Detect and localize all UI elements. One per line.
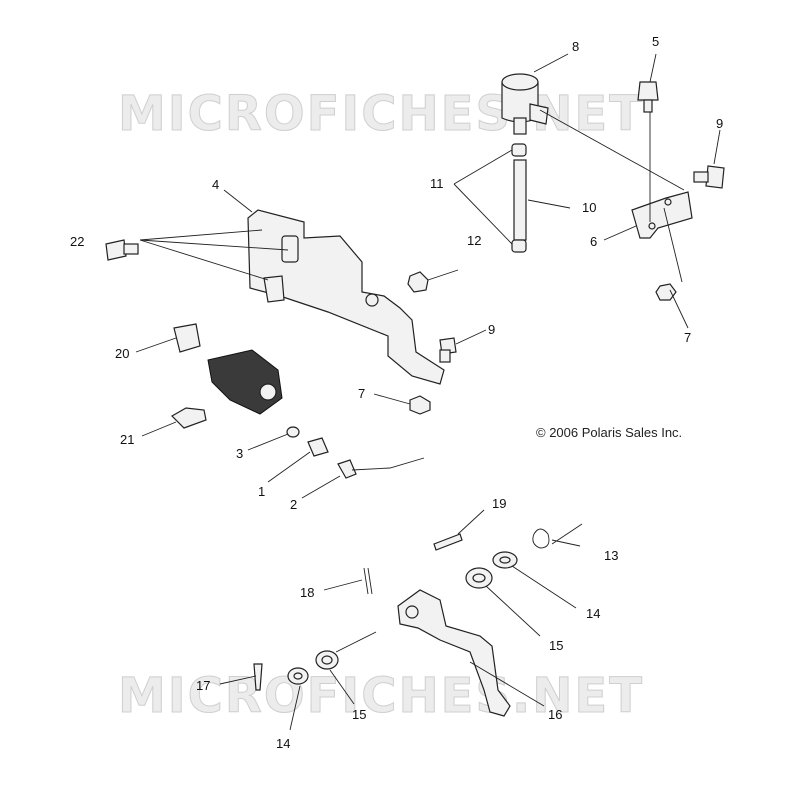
part-22-bolt: [105, 239, 139, 261]
callout-14-lower: 14: [276, 736, 290, 751]
part-15-bushing-upper: [465, 567, 493, 589]
callout-labels: 8 5 9 10 11 6 7 4 12 9 7 22 20 21 3 1 2 …: [70, 34, 723, 751]
part-13-spring: [532, 528, 550, 549]
part-7-nut-center: [409, 395, 431, 415]
callout-9-right: 9: [716, 116, 723, 131]
part-14-washer-lower: [287, 667, 309, 685]
callout-8: 8: [572, 39, 579, 54]
callout-17: 17: [196, 678, 210, 693]
callout-11: 11: [430, 176, 444, 191]
callout-16: 16: [548, 707, 562, 722]
callout-7-right: 7: [684, 330, 691, 345]
part-5-bolt: [637, 81, 659, 113]
callout-13: 13: [604, 548, 618, 563]
part-8-reservoir: [501, 73, 549, 135]
watermark-top: MICROFICHES.NET: [118, 86, 644, 142]
callout-20: 20: [115, 346, 129, 361]
callout-18: 18: [300, 585, 314, 600]
callout-15-upper: 15: [549, 638, 563, 653]
callout-12: 12: [467, 233, 481, 248]
callout-3: 3: [236, 446, 243, 461]
callout-19: 19: [492, 496, 506, 511]
part-17-clevis-pin: [253, 663, 263, 691]
callout-22: 22: [70, 234, 84, 249]
part-4-mounting-plate: [247, 209, 445, 385]
callout-15-lower: 15: [352, 707, 366, 722]
part-15-bushing-lower: [315, 650, 339, 670]
watermark-bottom: MICROFICHES.NET: [118, 668, 644, 724]
part-3-ring: [286, 426, 300, 438]
callout-14-upper: 14: [586, 606, 600, 621]
callout-2: 2: [290, 497, 297, 512]
part-10-tube: [513, 159, 527, 241]
part-1-fitting: [307, 437, 329, 457]
callout-5: 5: [652, 34, 659, 49]
part-18-cotter-pin: [363, 567, 373, 595]
callout-9-center: 9: [488, 322, 495, 337]
callout-1: 1: [258, 484, 265, 499]
part-2-hose: [337, 457, 425, 479]
part-9-bolt-right: [693, 165, 725, 189]
part-20-master-cylinder: [173, 323, 283, 415]
part-16-brake-pedal: [397, 589, 511, 717]
part-14-washer-upper: [492, 551, 518, 569]
callout-7-center: 7: [358, 386, 365, 401]
part-7-nut-right: [655, 283, 677, 301]
part-9-bolt-center: [439, 337, 457, 363]
leader-lines: [135, 53, 721, 731]
part-21-bolt: [171, 407, 207, 429]
part-6-bracket: [631, 191, 693, 239]
callout-10: 10: [582, 200, 596, 215]
part-19-pin: [433, 533, 463, 551]
callout-6: 6: [590, 234, 597, 249]
part-12-nut: [407, 271, 429, 293]
copyright-notice: © 2006 Polaris Sales Inc.: [536, 425, 682, 440]
callout-4: 4: [212, 177, 219, 192]
callout-21: 21: [120, 432, 134, 447]
